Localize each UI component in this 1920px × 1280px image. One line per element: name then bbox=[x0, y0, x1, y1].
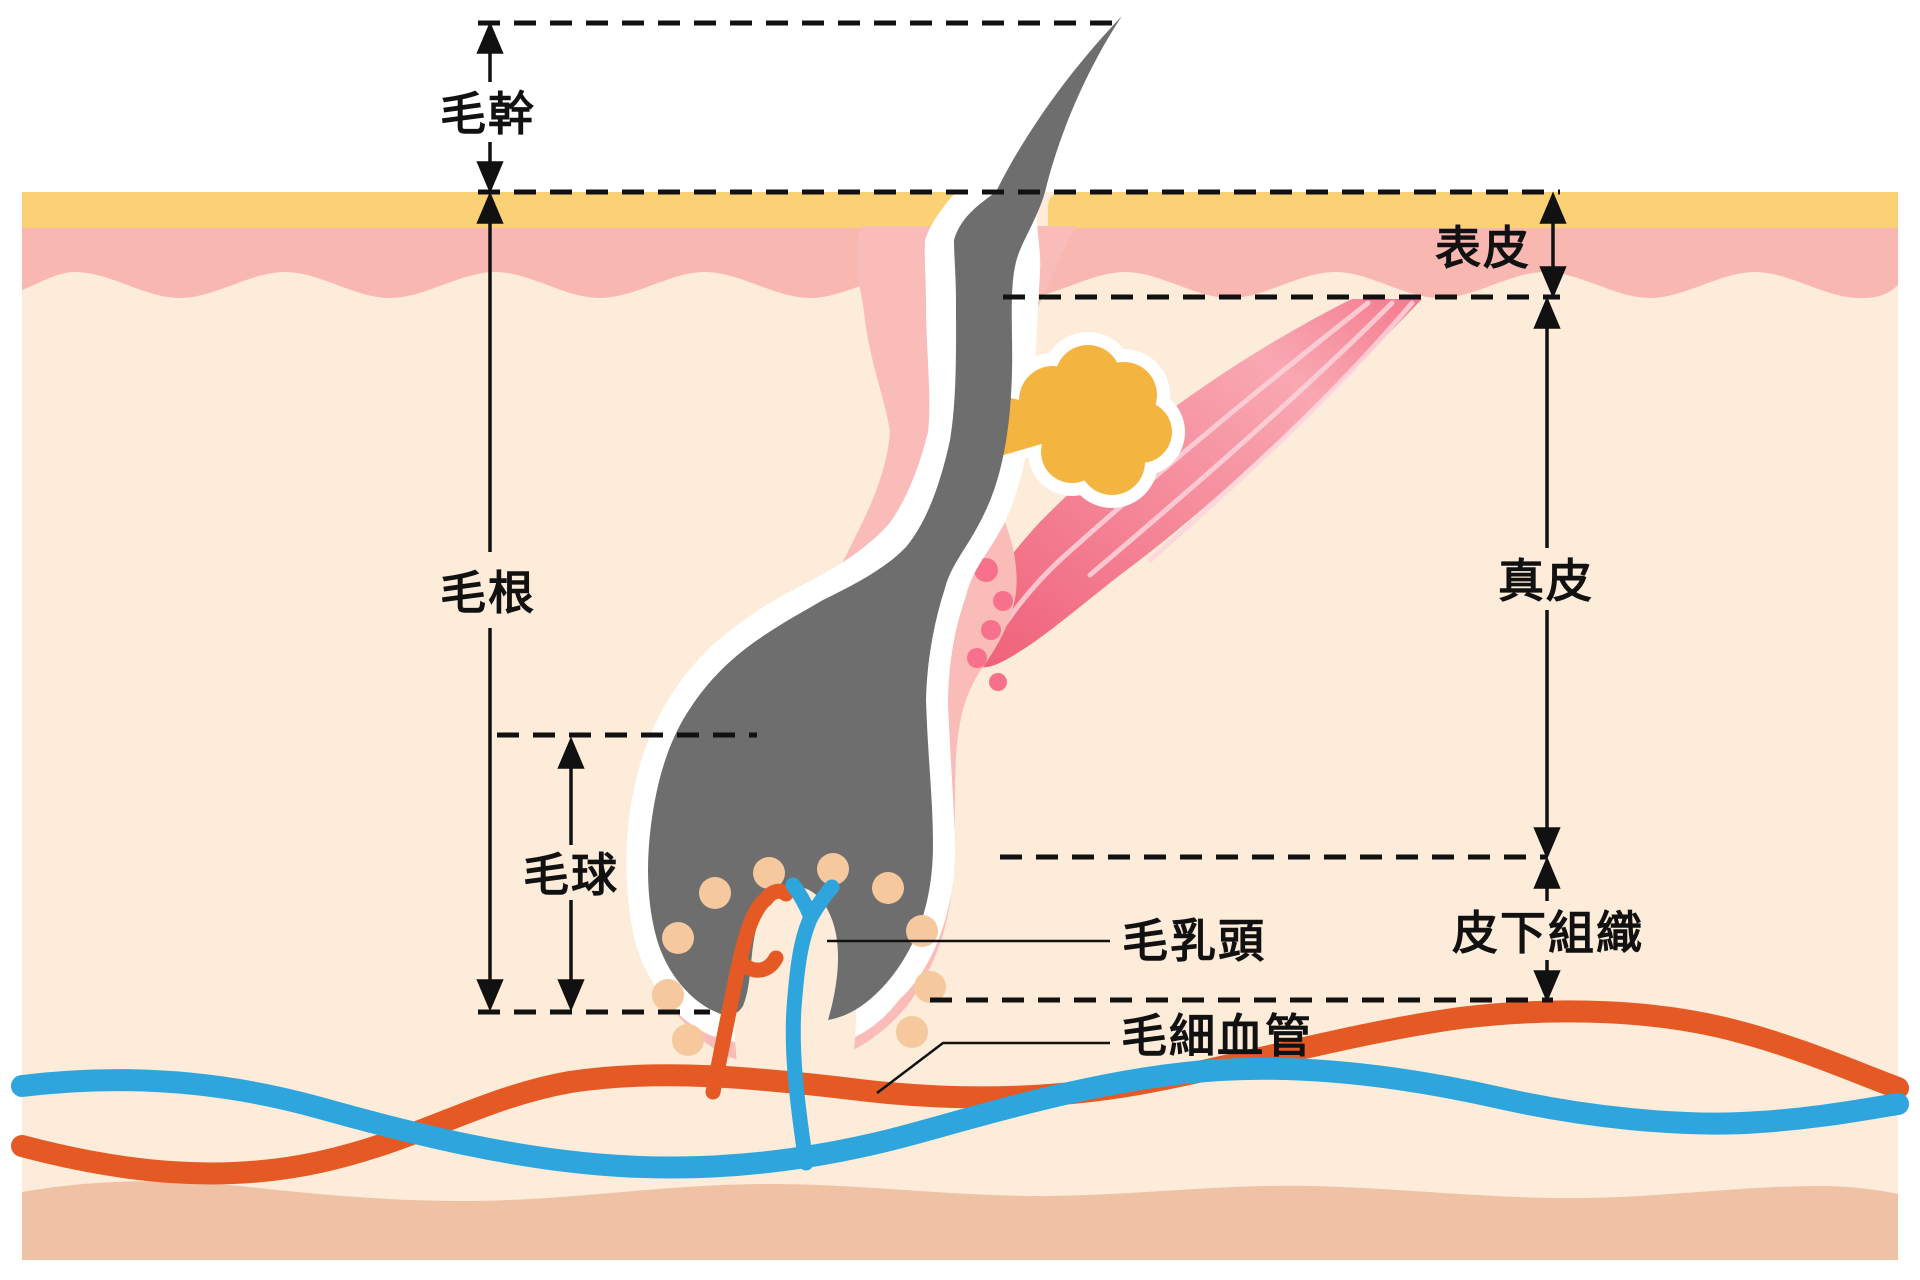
bulge-dots bbox=[967, 558, 1013, 691]
label-subcutaneous: 皮下組織 bbox=[1452, 907, 1644, 959]
label-epidermis: 表皮 bbox=[1435, 222, 1531, 274]
label-hair-shaft: 毛幹 bbox=[440, 88, 536, 140]
label-hair-bulb: 毛球 bbox=[523, 849, 619, 901]
arrow-hair-shaft bbox=[476, 21, 504, 194]
leader-lines bbox=[827, 939, 1110, 1094]
papilla-vessels bbox=[705, 877, 840, 1171]
arrow-epidermis bbox=[1539, 191, 1567, 299]
leader-capillary bbox=[876, 1041, 1110, 1094]
vein-branch bbox=[785, 877, 840, 1171]
hair-shaft-shape bbox=[648, 16, 1122, 1020]
arrector-pili-muscle bbox=[966, 299, 1422, 668]
arrow-dermis bbox=[1533, 296, 1561, 860]
stratum-corneum-right bbox=[1048, 192, 1898, 228]
matrix-dots bbox=[652, 853, 946, 1056]
label-capillary: 毛細血管 bbox=[1121, 1010, 1313, 1062]
subcutis-band bbox=[22, 1181, 1898, 1260]
label-hair-papilla: 毛乳頭 bbox=[1122, 915, 1266, 967]
arrow-hair-bulb bbox=[557, 736, 585, 1012]
arrow-hair-root bbox=[476, 191, 504, 1012]
sebaceous-gland bbox=[994, 332, 1185, 508]
arrow-subcutaneous bbox=[1533, 856, 1561, 1003]
artery-branch bbox=[705, 883, 794, 1100]
label-dermis: 真皮 bbox=[1498, 555, 1594, 607]
dashed-guide-lines bbox=[478, 20, 1560, 1015]
label-hair-root: 毛根 bbox=[440, 567, 536, 619]
artery-main-line bbox=[11, 1000, 1909, 1185]
vein-main-line bbox=[11, 1057, 1909, 1179]
measurement-arrows bbox=[476, 21, 1567, 1012]
